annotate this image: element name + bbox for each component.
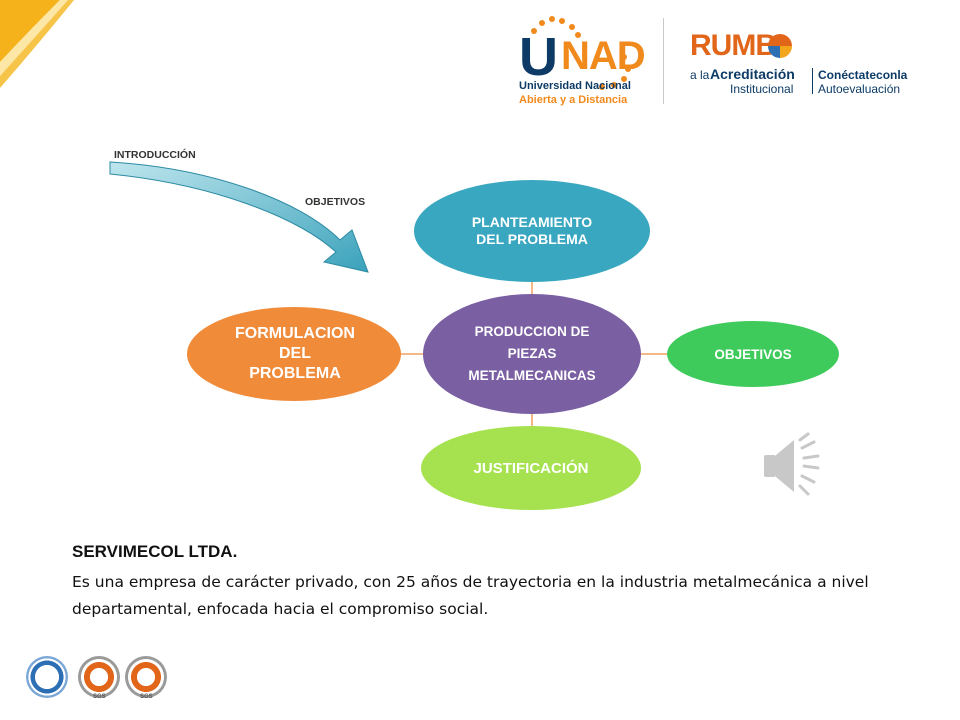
unad-letters-nad: NAD [561, 34, 646, 78]
sgs-label: SGS [140, 694, 153, 700]
rumbo-ball-icon [768, 34, 792, 58]
arrow-label-introduccion: INTRODUCCIÓN [114, 149, 196, 161]
unad-name-line2: Abierta y a Distancia [519, 94, 628, 106]
corner-decoration [0, 0, 74, 88]
rumbo-tag2: Autoevaluación [818, 82, 901, 96]
logo-divider [663, 18, 664, 104]
node-top-shape [414, 180, 650, 282]
curved-arrow [109, 161, 369, 273]
unad-logo: U NAD Universidad Nacional Abierta y a D… [517, 14, 646, 110]
node-bottom-label: JUSTIFICACIÓN [473, 459, 589, 477]
sgs-certification-icon [78, 656, 120, 698]
unad-name-line1: Universidad Nacional [519, 80, 631, 92]
node-left-shape [187, 307, 401, 401]
node-center-shape [423, 294, 641, 414]
node-left-label: FORMULACION DEL PROBLEMA [235, 325, 355, 382]
node-right-shape [667, 321, 839, 387]
node-top-label: PLANTEAMIENTO DEL PROBLEMA [471, 214, 593, 247]
rumbo-accent: Acreditación [710, 66, 795, 82]
rumbo-word: RUMB [690, 29, 777, 62]
arrow-label-objetivos: OBJETIVOS [305, 196, 366, 208]
node-center-label: PRODUCCION DE PIEZAS METALMECANICAS [468, 324, 596, 383]
sgs-label: SGS [93, 694, 106, 700]
colombia-seal-icon [26, 656, 68, 698]
company-description: Es una empresa de carácter privado, con … [72, 573, 869, 618]
rumbo-logo: RUMB a la Acreditación Institucional Con… [688, 30, 928, 100]
speaker-icon [764, 432, 820, 496]
rumbo-line2: Institucional [730, 82, 794, 96]
node-right-label: OBJETIVOS [714, 346, 792, 362]
rumbo-tag1: Conéctateconla [818, 68, 908, 82]
unad-letter-u: U [519, 27, 558, 87]
company-name: SERVIMECOL LTDA. [72, 542, 238, 561]
sgs-certification-icon [125, 656, 167, 698]
rumbo-separator [812, 68, 813, 94]
rumbo-prefix: a la [690, 68, 710, 82]
node-bottom-shape [421, 426, 641, 510]
